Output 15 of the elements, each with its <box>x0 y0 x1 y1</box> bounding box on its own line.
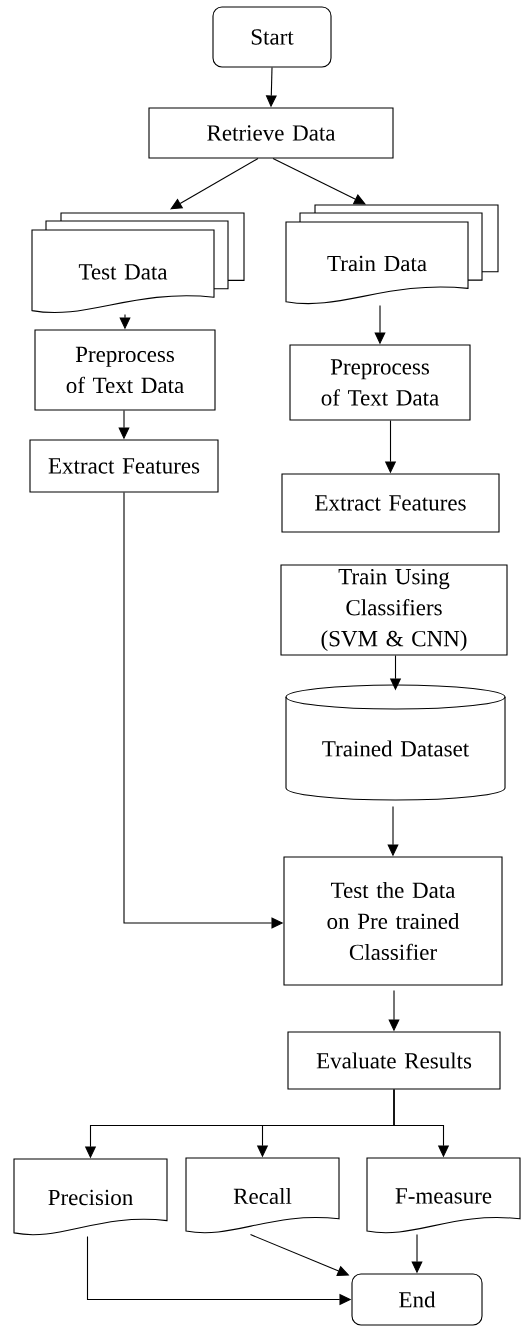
document-stack: Train Data <box>285 204 499 305</box>
document-stack: Test Data <box>31 212 245 314</box>
process-box: Retrieve Data <box>148 107 394 159</box>
process-box: Train Using Classifiers (SVM & CNN) <box>280 564 508 656</box>
terminal-box: Start <box>212 6 332 68</box>
process-box: Preprocess of Text Data <box>34 329 216 411</box>
process-box: Evaluate Results <box>287 1031 501 1090</box>
database-cylinder: Trained Dataset <box>285 684 506 801</box>
process-box: Extract Features <box>281 473 500 533</box>
process-box: Extract Features <box>29 439 219 493</box>
process-box: Test the Data on Pre trained Classifier <box>283 856 503 986</box>
arrow <box>170 158 259 210</box>
arrow <box>272 158 366 205</box>
process-box: Preprocess of Text Data <box>289 344 471 421</box>
terminal-box: End <box>351 1273 483 1326</box>
